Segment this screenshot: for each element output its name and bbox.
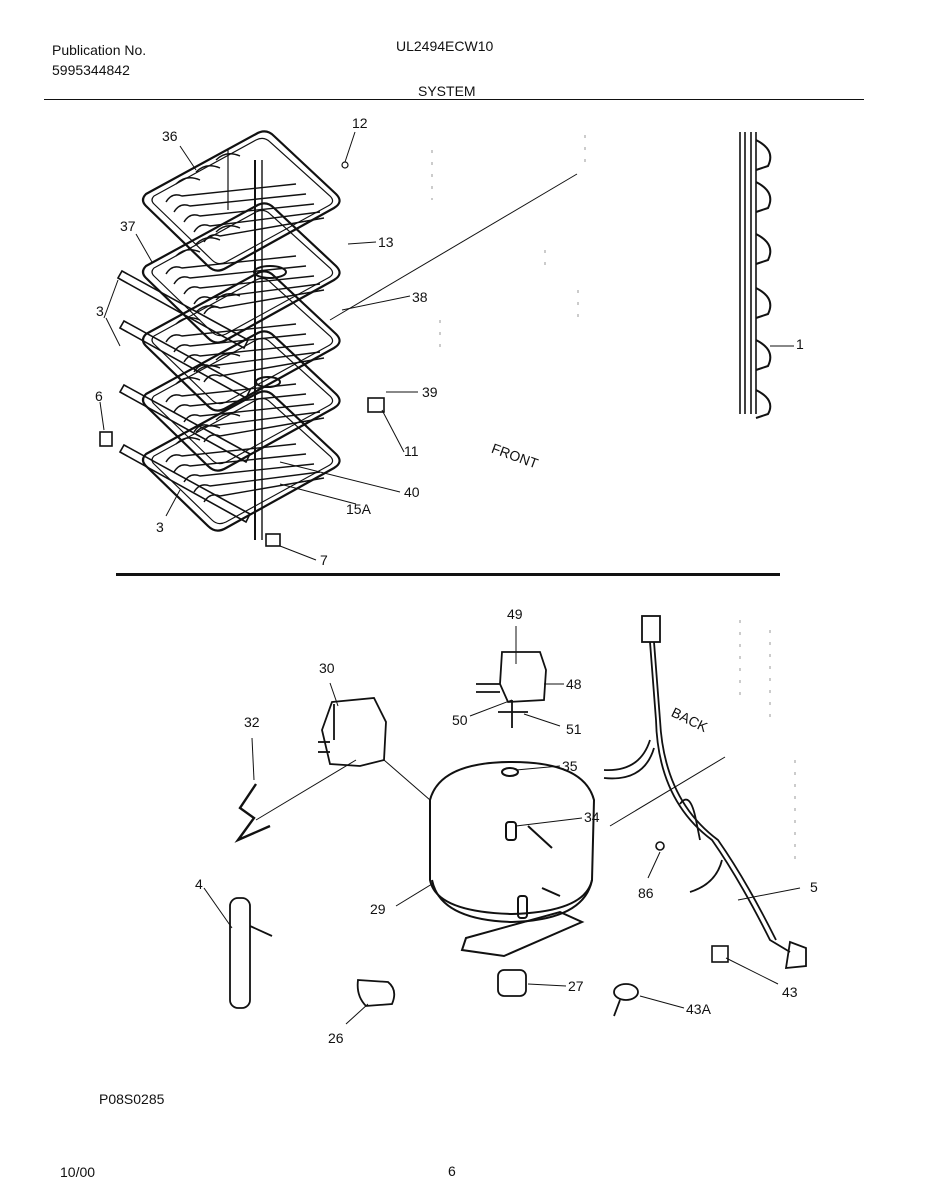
callout-5: 5	[810, 879, 818, 895]
section-divider	[116, 573, 780, 576]
evaporator-shelf-2	[141, 202, 341, 344]
publication-number: 5995344842	[52, 62, 130, 78]
callout-13: 13	[378, 234, 394, 250]
callout-12: 12	[352, 115, 368, 131]
callout-49: 49	[507, 606, 523, 622]
compressor	[429, 760, 596, 958]
callout-34: 34	[584, 809, 600, 825]
callout-4: 4	[195, 876, 203, 892]
header-rule	[44, 99, 864, 100]
callout-35: 35	[562, 758, 578, 774]
callout-29: 29	[370, 901, 386, 917]
wire-harness	[603, 615, 807, 970]
wall-coil	[739, 132, 772, 419]
callout-40: 40	[404, 484, 420, 500]
callout-26: 26	[328, 1030, 344, 1046]
callout-6: 6	[95, 388, 103, 404]
model-number: UL2494ECW10	[396, 38, 494, 54]
filter-drier	[229, 897, 273, 1009]
shelf-rails	[116, 269, 252, 524]
callout-15a: 15A	[346, 501, 371, 517]
callout-43a: 43A	[686, 1001, 711, 1017]
callout-3-lower: 3	[156, 519, 164, 535]
callout-43: 43	[782, 984, 798, 1000]
leader-lines	[99, 131, 801, 1025]
callout-51: 51	[566, 721, 582, 737]
start-relay	[318, 697, 387, 767]
callout-27: 27	[568, 978, 584, 994]
publication-label: Publication No.	[52, 42, 147, 58]
drawing-code: P08S0285	[99, 1091, 165, 1107]
revision-date: 10/00	[60, 1164, 96, 1180]
callout-32: 32	[244, 714, 260, 730]
relay-wire	[234, 783, 271, 843]
callout-38: 38	[412, 289, 428, 305]
callout-11: 11	[404, 443, 419, 459]
callout-36: 36	[162, 128, 178, 144]
callout-86: 86	[638, 885, 654, 901]
callout-50: 50	[452, 712, 468, 728]
section-title: SYSTEM	[418, 83, 476, 99]
callout-3-upper: 3	[96, 303, 104, 319]
page-number: 6	[448, 1163, 456, 1179]
callout-1: 1	[796, 336, 804, 352]
callout-30: 30	[319, 660, 335, 676]
callout-48: 48	[566, 676, 582, 692]
callout-37: 37	[120, 218, 136, 234]
solenoid-valve	[476, 651, 547, 728]
callout-39: 39	[422, 384, 438, 400]
callout-7: 7	[320, 552, 328, 568]
grommet	[356, 979, 396, 1007]
